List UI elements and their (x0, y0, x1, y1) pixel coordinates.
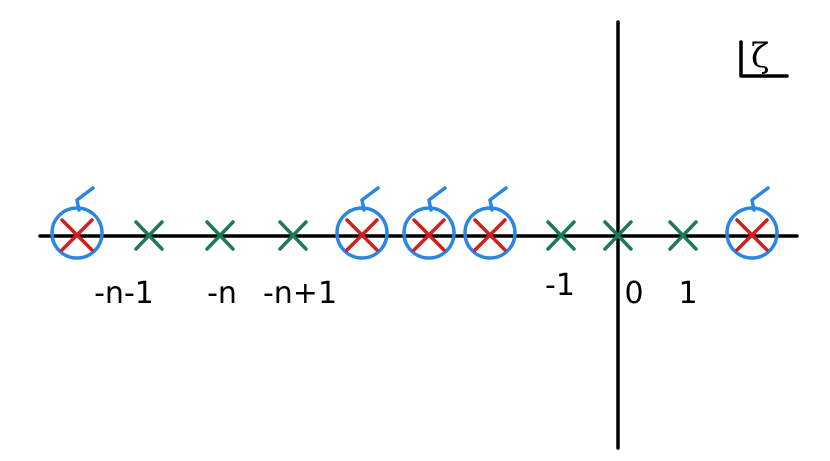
pole-circle-tail (75, 186, 95, 212)
pole-mark (735, 218, 769, 252)
tick-label: -n+1 (263, 276, 337, 311)
circled-pole (50, 186, 104, 260)
tick-labels: -n-1 -n -n+1 -1 0 1 (94, 268, 697, 311)
variable-label-text: ζ (751, 36, 769, 76)
tick-label: -1 (545, 268, 575, 303)
zero-mark (546, 220, 576, 251)
pole-circle-tail (750, 186, 770, 212)
zero-mark (278, 220, 308, 251)
zero-mark (134, 220, 164, 251)
pole-circle-tail (360, 186, 380, 212)
circled-pole (402, 186, 456, 260)
zero-mark (205, 220, 235, 251)
tick-label: -n (207, 276, 237, 311)
circled-pole (335, 186, 389, 260)
zero-mark (668, 220, 698, 251)
pole-mark (345, 218, 379, 252)
circled-pole (725, 186, 779, 260)
pole-mark (412, 218, 446, 252)
circled-pole (463, 186, 517, 260)
zero-mark (603, 220, 633, 251)
pole-marks (50, 186, 779, 260)
pole-circle-tail (427, 186, 447, 212)
pole-circle-tail (488, 186, 508, 212)
tick-label: 0 (624, 276, 643, 311)
zero-marks (134, 220, 698, 251)
tick-label: -n-1 (94, 276, 154, 311)
variable-label: ζ (739, 36, 789, 78)
pole-mark (473, 218, 507, 252)
variable-label-bracket (739, 40, 789, 78)
tick-label: 1 (678, 276, 697, 311)
pole-mark (60, 218, 94, 252)
